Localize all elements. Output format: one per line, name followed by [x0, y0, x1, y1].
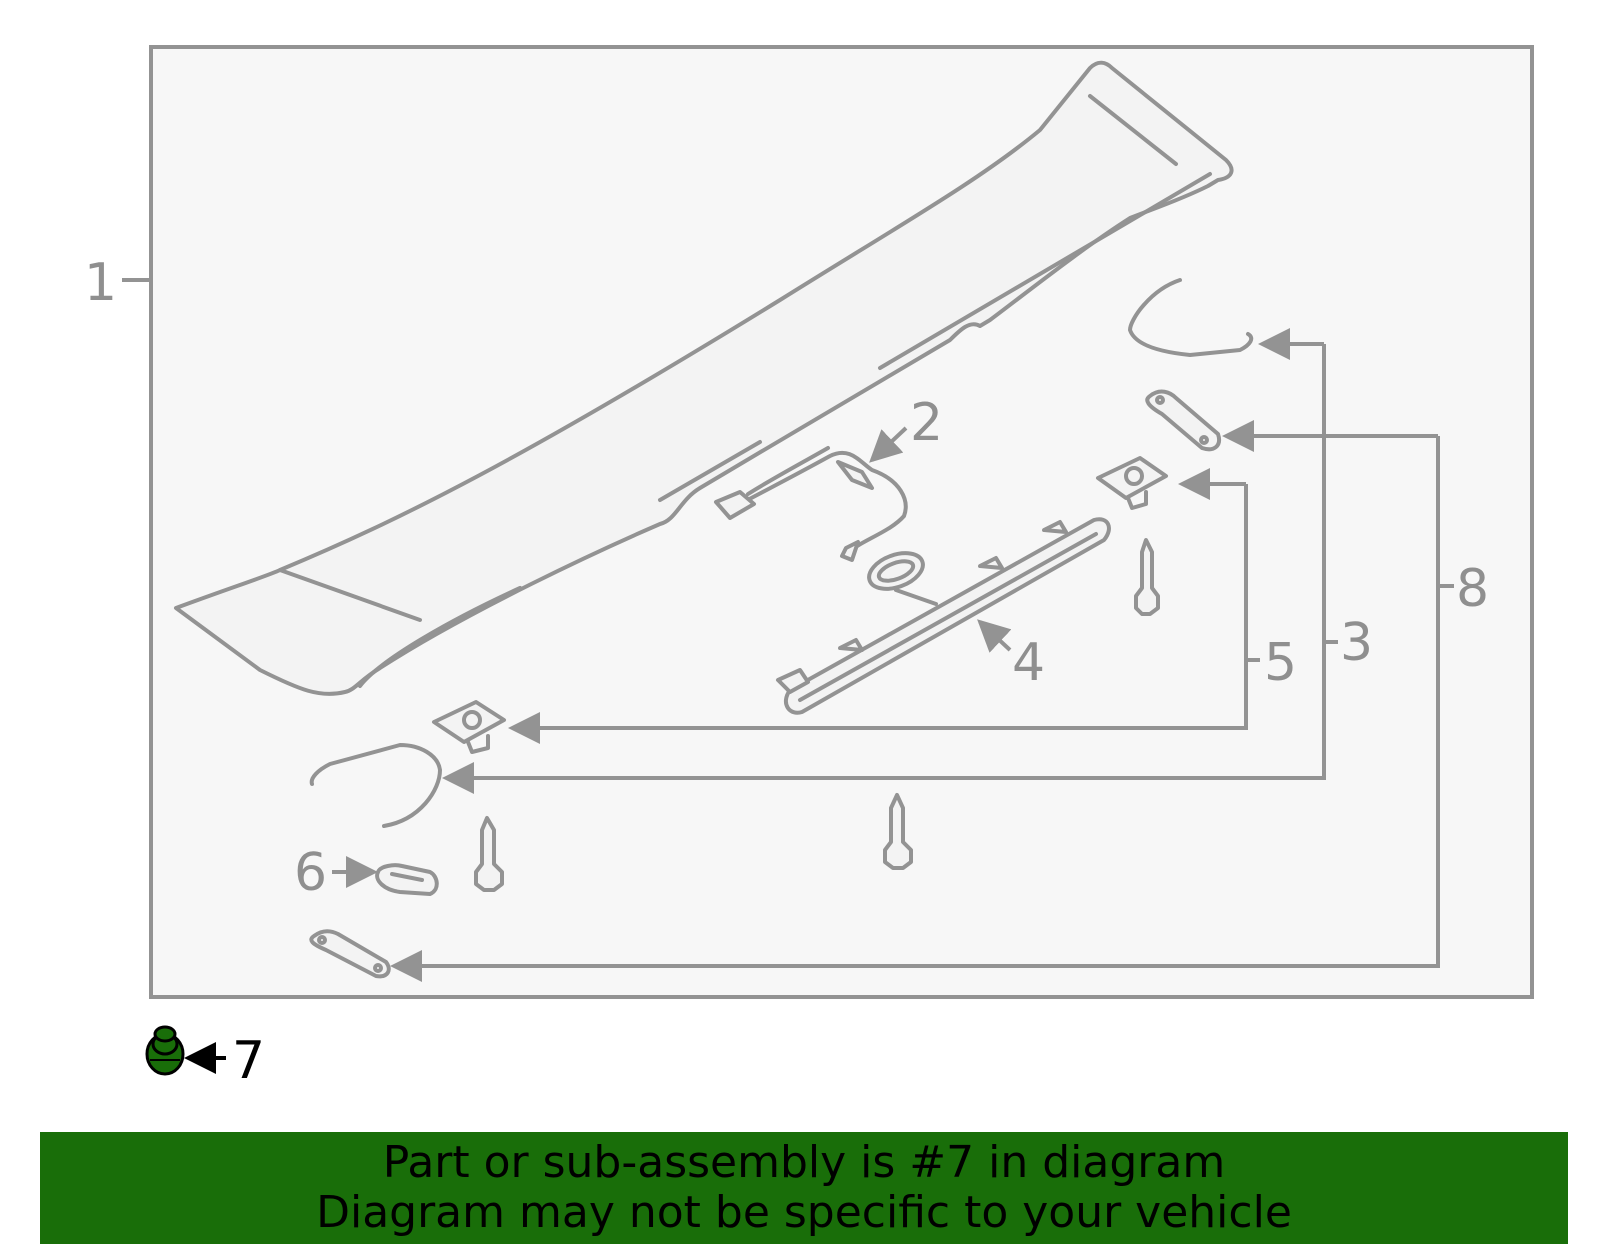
bolt-2 [474, 816, 504, 892]
spoiler-part [174, 60, 1234, 696]
assembly-frame [149, 45, 1534, 999]
leader-4 [977, 619, 1012, 653]
callout-5: 5 [1264, 633, 1297, 693]
bracket-lower [309, 743, 442, 828]
wire-harness-part [714, 446, 908, 562]
leader-8 [390, 420, 1454, 982]
callout-8: 8 [1456, 559, 1489, 619]
callout-1: 1 [84, 253, 117, 313]
banner-line-2: Diagram may not be specific to your vehi… [316, 1187, 1292, 1238]
callout-7: 7 [232, 1031, 265, 1091]
notice-banner: Part or sub-assembly is #7 in diagram Di… [40, 1132, 1568, 1244]
bracket-upper [1128, 278, 1254, 357]
leader-2 [869, 426, 908, 463]
clip-lower [432, 700, 506, 754]
bolt-3 [883, 793, 913, 870]
bolt-1 [1134, 538, 1160, 616]
pad-lower [309, 929, 391, 979]
callout-2: 2 [910, 393, 943, 453]
stop-lamp-part [776, 517, 1111, 715]
highlighted-fastener-part [145, 1025, 185, 1076]
callout-4: 4 [1012, 633, 1045, 693]
callout-6: 6 [294, 843, 327, 903]
pad-upper [1145, 389, 1221, 452]
banner-line-1: Part or sub-assembly is #7 in diagram [382, 1137, 1226, 1188]
clip-upper [1096, 456, 1168, 510]
leader-5 [508, 468, 1260, 744]
callout-3: 3 [1340, 613, 1373, 673]
grommet-upper [867, 551, 925, 591]
leader-3 [442, 328, 1338, 794]
grommet-lower [375, 863, 439, 896]
